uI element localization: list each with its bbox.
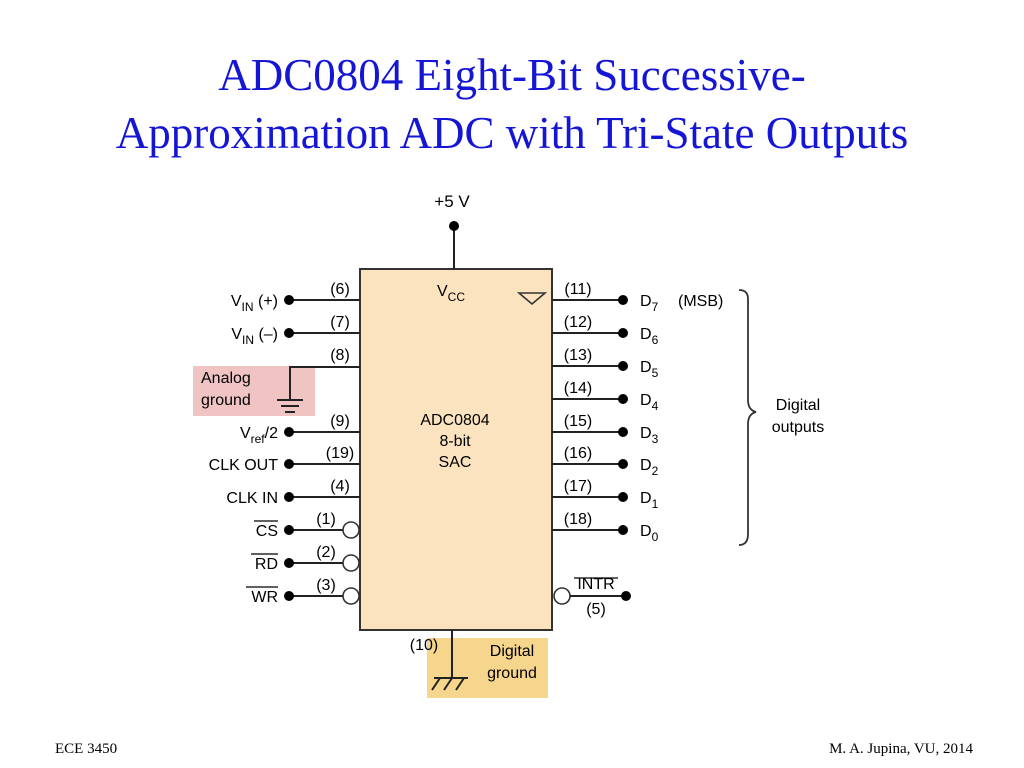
chip-line-3: SAC — [439, 454, 472, 471]
left-pin-numbers: (6) (7) (8) (9) (19) (4) (1) (2) (3) — [316, 281, 354, 594]
svg-text:Digital: Digital — [776, 397, 820, 414]
pin-12: (12) — [564, 314, 592, 331]
digital-ground-box — [427, 638, 548, 698]
supply-terminal — [449, 221, 459, 231]
right-pin-terminals — [618, 295, 631, 601]
pin-19: (19) — [326, 445, 354, 462]
slide-title: ADC0804 Eight-Bit Successive- Approximat… — [0, 46, 1024, 162]
svg-text:ground: ground — [487, 665, 537, 682]
title-line-2: Approximation ADC with Tri-State Outputs — [115, 108, 909, 158]
vcc-label: VCC — [437, 283, 465, 304]
d3-label: D3 — [640, 425, 659, 446]
pin-16: (16) — [564, 445, 592, 462]
clkout-label: CLK OUT — [209, 457, 279, 474]
rd-label: RD — [255, 556, 278, 573]
pin-9: (9) — [330, 413, 350, 430]
digital-ground-label: Digital ground — [487, 643, 537, 682]
pin-15: (15) — [564, 413, 592, 430]
pin-10: (10) — [410, 637, 438, 654]
analog-ground-label: Analog ground — [201, 370, 251, 409]
pin-18: (18) — [564, 511, 592, 528]
d2-label: D2 — [640, 457, 659, 478]
wr-bubble — [342, 587, 360, 605]
footer-course: ECE 3450 — [55, 741, 118, 757]
left-signal-labels: VIN (+) VIN (–) Vref/2 CLK OUT CLK IN CS… — [209, 293, 279, 606]
vin-neg-label: VIN (–) — [231, 326, 278, 347]
chip-line-2: 8-bit — [439, 433, 471, 450]
pin-6: (6) — [330, 281, 350, 298]
d4-label: D4 — [640, 392, 659, 413]
intr-bubble — [553, 587, 571, 605]
rd-bubble — [342, 554, 360, 572]
supply: +5 V — [434, 192, 470, 269]
pin-3: (3) — [316, 577, 336, 594]
pin-1: (1) — [316, 511, 336, 528]
chip-line-1: ADC0804 — [420, 412, 489, 429]
pin-13: (13) — [564, 347, 592, 364]
d0-label: D0 — [640, 523, 659, 544]
pin-2: (2) — [316, 544, 336, 561]
adc-chip — [359, 268, 553, 631]
right-pin-numbers: (11) (12) (13) (14) (15) (16) (17) (18) — [564, 281, 592, 528]
d5-label: D5 — [640, 359, 659, 380]
supply-label: +5 V — [434, 192, 470, 211]
chip-text: ADC0804 8-bit SAC — [420, 412, 489, 471]
left-pin-terminals — [284, 295, 294, 601]
wr-label: WR — [251, 589, 278, 606]
msb-label: (MSB) — [678, 293, 723, 310]
cs-bubble — [342, 521, 360, 539]
digital-outputs-label: Digital outputs — [772, 397, 824, 436]
svg-text:Analog: Analog — [201, 370, 251, 387]
left-pin-wires — [277, 299, 360, 597]
clkin-label: CLK IN — [226, 490, 278, 507]
d1-label: D1 — [640, 490, 659, 511]
pin-4: (4) — [330, 478, 350, 495]
svg-text:outputs: outputs — [772, 419, 824, 436]
cs-label: CS — [256, 523, 278, 540]
digital-ground — [431, 630, 468, 691]
pin-14: (14) — [564, 380, 592, 397]
analog-ground-box — [193, 366, 315, 416]
vref-label: Vref/2 — [240, 425, 278, 446]
d7-label: D7 — [640, 293, 659, 314]
right-pin-wires — [552, 299, 625, 597]
tristate-triangle-icon — [516, 292, 548, 306]
pin-11: (11) — [564, 281, 591, 298]
pin-5: (5) — [586, 601, 606, 618]
overbars — [246, 520, 618, 588]
pin-17: (17) — [564, 478, 592, 495]
intr-label: INTR — [577, 576, 614, 593]
outputs-brace — [738, 289, 757, 546]
active-low-bubbles — [342, 521, 571, 605]
data-bit-labels: D7 D6 D5 D4 D3 D2 D1 D0 (MSB) — [640, 293, 723, 544]
d6-label: D6 — [640, 326, 659, 347]
svg-text:ground: ground — [201, 392, 251, 409]
pin-7: (7) — [330, 314, 350, 331]
pin-8: (8) — [330, 347, 350, 364]
vin-pos-label: VIN (+) — [231, 293, 278, 314]
title-line-1: ADC0804 Eight-Bit Successive- — [218, 50, 806, 100]
svg-text:Digital: Digital — [490, 643, 534, 660]
footer-author: M. A. Jupina, VU, 2014 — [829, 741, 973, 757]
